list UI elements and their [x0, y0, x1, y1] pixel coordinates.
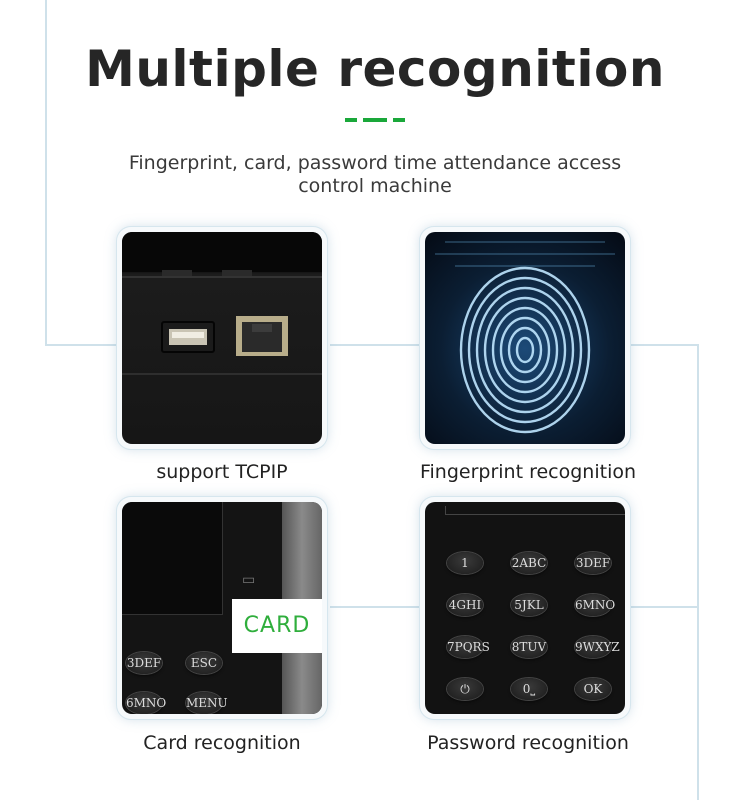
keypad-key: 2ABC — [511, 552, 547, 574]
keypad-key: 4GHI — [447, 594, 483, 616]
page-title: Multiple recognition — [85, 40, 665, 98]
keypad-ok-key: OK — [575, 678, 611, 700]
page-subtitle: Fingerprint, card, password time attenda… — [128, 152, 622, 197]
keypad-key: 0⎵ — [511, 678, 547, 700]
device-key: MENU — [186, 692, 228, 714]
decor-line-right-vertical — [697, 344, 699, 800]
caption-tcpip: support TCPIP — [156, 461, 288, 483]
keypad-key: 1 — [447, 552, 483, 574]
feature-card-password: 1 2ABC 3DEF 4GHI 5JKL 6MNO 7PQRS 8TUV 9W… — [420, 497, 630, 719]
caption-fingerprint: Fingerprint recognition — [419, 461, 637, 483]
title-accent-dash — [393, 118, 405, 122]
keypad-key: 9WXYZ — [575, 636, 620, 658]
decor-line-middle-bottom — [330, 606, 420, 608]
card-tap-icon: ▭ — [242, 572, 256, 588]
device-key: 6MNO — [126, 692, 166, 714]
decor-line-left-horizontal — [45, 344, 125, 346]
title-accent-dash — [345, 118, 357, 122]
title-accent-dash — [363, 118, 387, 122]
decor-line-right-bottom — [630, 606, 698, 608]
keypad-key: 3DEF — [575, 552, 611, 574]
keypad-key: 8TUV — [511, 636, 547, 658]
card-label: CARD — [232, 599, 322, 653]
decor-line-left-vertical — [45, 0, 47, 345]
device-key: ESC — [186, 652, 222, 674]
keypad-key: 5JKL — [511, 594, 547, 616]
decor-line-right-top — [630, 344, 698, 346]
device-key: 3DEF — [126, 652, 162, 674]
fingerprint-image — [425, 232, 625, 444]
keypad-image: 1 2ABC 3DEF 4GHI 5JKL 6MNO 7PQRS 8TUV 9W… — [425, 502, 625, 714]
device-screen — [122, 502, 223, 615]
keypad-key: 7PQRS — [447, 636, 490, 658]
feature-card-fingerprint — [420, 227, 630, 449]
decor-line-middle-top — [330, 344, 420, 346]
keypad-key: 6MNO — [575, 594, 615, 616]
fingerprint-icon — [435, 241, 615, 434]
usb-ethernet-ports-image — [122, 232, 322, 444]
feature-card-tcpip — [117, 227, 327, 449]
card-reader-image: ▭ CARD 3DEF ESC 6MNO MENU — [122, 502, 322, 714]
caption-password: Password recognition — [427, 732, 629, 754]
device-top-edge — [445, 506, 625, 515]
feature-card-card: ▭ CARD 3DEF ESC 6MNO MENU — [117, 497, 327, 719]
ports-illustration — [122, 232, 322, 375]
caption-card: Card recognition — [143, 732, 301, 754]
keypad-power-key: ⏻ — [447, 678, 483, 700]
